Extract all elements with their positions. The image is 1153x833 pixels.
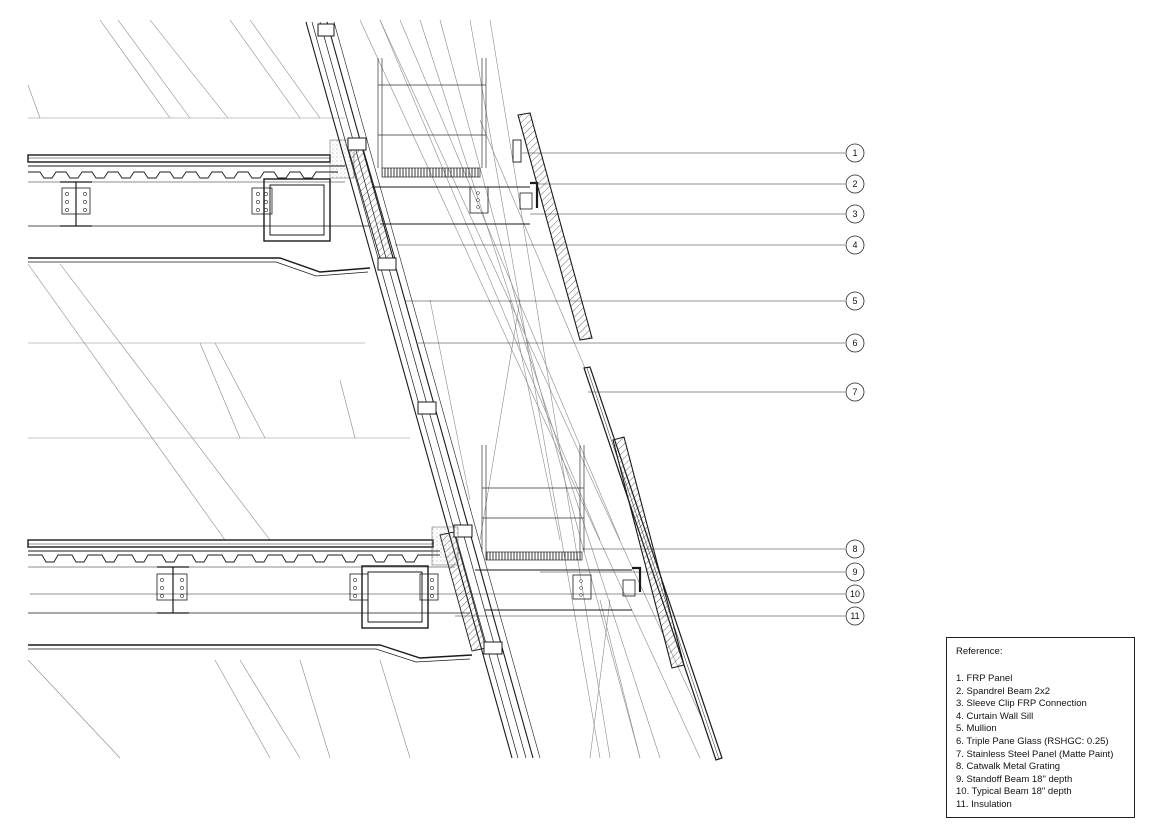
- callout-7: 7: [845, 382, 865, 402]
- reference-legend: Reference: 1. FRP Panel 2. Spandrel Beam…: [946, 637, 1135, 818]
- legend-item: 5. Mullion: [956, 723, 997, 735]
- background-linework: [27, 19, 721, 759]
- upper-bolts: [65, 192, 268, 212]
- callout-11: 11: [845, 606, 865, 626]
- legend-item: 4. Curtain Wall Sill: [956, 710, 1034, 722]
- upper-catwalk-rails: [377, 58, 487, 178]
- legend-item: 7. Stainless Steel Panel (Matte Paint): [956, 748, 1114, 760]
- callout-6: 6: [845, 333, 865, 353]
- callout-6-label: 6: [852, 338, 857, 348]
- leader-lines: [30, 152, 845, 617]
- legend-item: 10. Typical Beam 18" depth: [956, 786, 1072, 798]
- legend-item: 3. Sleeve Clip FRP Connection: [956, 698, 1087, 710]
- callout-2: 2: [845, 174, 865, 194]
- legend-item: 8. Catwalk Metal Grating: [956, 761, 1061, 773]
- callout-2-label: 2: [852, 179, 857, 189]
- legend-list: 1. FRP Panel 2. Spandrel Beam 2x2 3. Sle…: [956, 673, 1125, 812]
- callout-10: 10: [845, 584, 865, 604]
- legend-item: 6. Triple Pane Glass (RSHGC: 0.25): [956, 735, 1109, 747]
- callout-8: 8: [845, 539, 865, 559]
- upper-floor-slab: [27, 139, 371, 277]
- callout-3-label: 3: [852, 209, 857, 219]
- callout-7-label: 7: [852, 387, 857, 397]
- callout-9-label: 9: [852, 567, 857, 577]
- lower-catwalk-rails: [481, 445, 585, 561]
- legend-item: 1. FRP Panel: [956, 673, 1013, 684]
- callout-11-label: 11: [850, 611, 859, 621]
- legend-item: 9. Standoff Beam 18" depth: [956, 773, 1073, 785]
- callout-10-label: 10: [850, 589, 860, 599]
- lower-floor-slab: [27, 526, 473, 663]
- lower-bolts: [160, 578, 434, 598]
- callout-5-label: 5: [852, 296, 857, 306]
- callout-5: 5: [845, 291, 865, 311]
- callout-3: 3: [845, 204, 865, 224]
- callout-4: 4: [845, 235, 865, 255]
- callouts: 1 2 3 4 5 6 7 8 9 10 11: [845, 143, 865, 626]
- callout-1: 1: [845, 143, 865, 163]
- callout-4-label: 4: [852, 240, 857, 250]
- callout-1-label: 1: [852, 148, 857, 158]
- lower-standoff-beam: [475, 566, 642, 611]
- upper-frp-panel: [512, 112, 593, 341]
- legend-title: Reference:: [956, 646, 1003, 657]
- upper-standoff-beam: [372, 181, 539, 225]
- legend-item: 2. Spandrel Beam 2x2: [956, 685, 1051, 697]
- callout-9: 9: [845, 562, 865, 582]
- lower-frp-panel: [612, 436, 685, 669]
- callout-8-label: 8: [852, 544, 857, 554]
- legend-item: 11. Insulation: [956, 798, 1012, 810]
